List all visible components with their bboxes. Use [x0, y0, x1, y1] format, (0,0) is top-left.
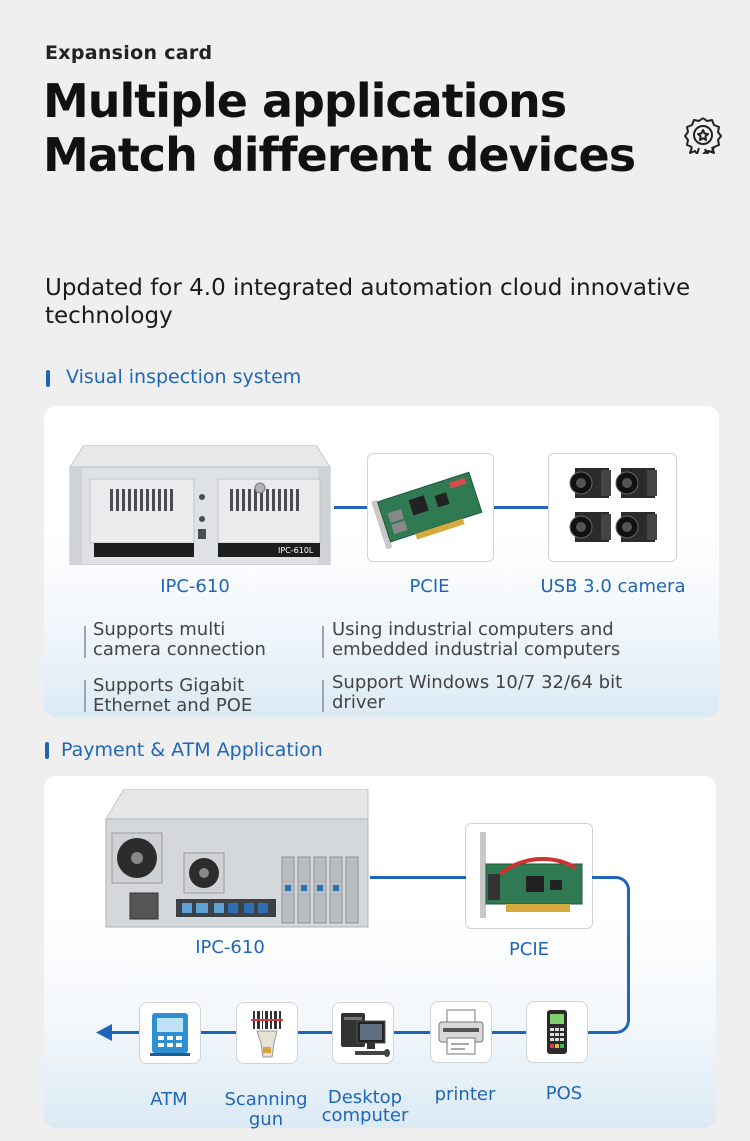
desktop-box: [332, 1002, 394, 1064]
connector-line: [493, 506, 549, 509]
section-marker: [46, 370, 50, 387]
pos-box: [526, 1001, 588, 1063]
caption-scanning-gun: Scanning gun: [224, 1089, 308, 1130]
industrial-pc-rear-icon: [104, 788, 370, 929]
caption-pcie: PCIE: [409, 576, 450, 597]
serial-pci-card-box: [465, 823, 593, 929]
note-divider: [84, 626, 86, 658]
headline-line-2: Match different devices: [43, 128, 636, 182]
barcode-scanner-icon: [251, 1011, 283, 1058]
caption-pos: POS: [545, 1083, 583, 1104]
desktop-computer-icon: [341, 1013, 390, 1057]
connector-line: [370, 876, 466, 879]
note-multi-camera: Supports multi camera connection: [93, 619, 266, 660]
caption-desktop-computer: Desktop computer: [321, 1087, 409, 1126]
pos-terminal-icon: [547, 1010, 567, 1054]
industrial-pc-icon: IPC-610L: [68, 444, 332, 566]
award-ribbon-icon: [684, 117, 722, 154]
connector-line: [334, 506, 368, 509]
arrow-left-icon: [96, 1024, 112, 1041]
camera-box: [548, 453, 677, 562]
note-industrial-computers: Using industrial computers and embedded …: [332, 619, 621, 660]
camera-icon: [569, 468, 657, 542]
chassis-model-label: IPC-610L: [278, 546, 314, 555]
note-divider: [84, 680, 86, 712]
caption-pcie-payment: PCIE: [508, 939, 550, 960]
section-marker: [45, 742, 49, 759]
section-title-payment: Payment & ATM Application: [61, 739, 323, 761]
connector-loop: [592, 876, 630, 1034]
eyebrow-label: Expansion card: [45, 42, 213, 64]
caption-ipc610: IPC-610: [160, 576, 230, 597]
atm-box: [139, 1002, 201, 1064]
caption-atm: ATM: [150, 1089, 188, 1110]
note-divider: [322, 626, 324, 658]
intro-text: Updated for 4.0 integrated automation cl…: [45, 275, 691, 329]
pcie-card-icon: [371, 471, 483, 550]
scanner-box: [236, 1002, 298, 1064]
note-gigabit-poe: Supports Gigabit Ethernet and POE: [93, 675, 253, 716]
section-title-visual: Visual inspection system: [66, 366, 302, 388]
serial-pci-card-icon: [480, 832, 583, 918]
pcie-card-box: [367, 453, 494, 562]
caption-printer: printer: [434, 1084, 496, 1105]
caption-usb-camera: USB 3.0 camera: [540, 576, 686, 597]
printer-icon: [438, 1009, 484, 1055]
atm-icon: [150, 1013, 190, 1056]
printer-box: [430, 1001, 492, 1063]
page-title: Multiple applications Match different de…: [43, 74, 636, 182]
note-windows-driver: Support Windows 10/7 32/64 bit driver: [332, 672, 623, 713]
note-divider: [322, 680, 324, 712]
headline-line-1: Multiple applications: [43, 74, 567, 128]
caption-ipc610-payment: IPC-610: [195, 937, 265, 958]
